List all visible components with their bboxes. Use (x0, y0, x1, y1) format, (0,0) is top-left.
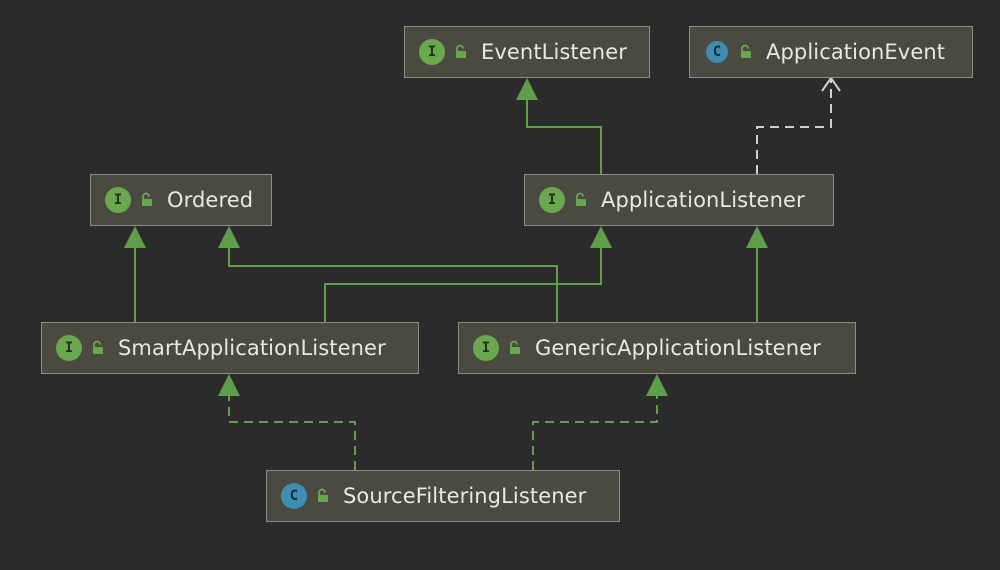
edge-depends (756, 79, 832, 174)
edge-extends (526, 100, 602, 174)
node-generic-application-listener[interactable]: I GenericApplicationListener (458, 322, 856, 374)
public-access-icon (93, 340, 103, 354)
triangle-arrowhead (218, 226, 240, 248)
triangle-arrowhead (746, 226, 768, 248)
interface-icon: I (105, 187, 131, 213)
node-label: ApplicationEvent (766, 40, 946, 64)
interface-icon: I (419, 39, 445, 65)
node-label: ApplicationListener (601, 188, 805, 212)
node-event-listener[interactable]: I EventListener (404, 26, 650, 78)
triangle-arrowhead (516, 78, 538, 100)
edge-implements (228, 396, 356, 470)
open-arrowhead (821, 76, 841, 92)
interface-icon: I (539, 187, 565, 213)
interface-icon: I (56, 335, 82, 361)
node-label: SourceFilteringListener (343, 484, 587, 508)
edge-implements (532, 396, 658, 470)
node-smart-application-listener[interactable]: I SmartApplicationListener (41, 322, 419, 374)
edge-extends (324, 248, 602, 322)
public-access-icon (741, 44, 751, 58)
node-label: Ordered (167, 188, 254, 212)
triangle-arrowhead (124, 226, 146, 248)
public-access-icon (142, 192, 152, 206)
abstract-class-icon: C (704, 39, 730, 65)
node-source-filtering-listener[interactable]: C SourceFilteringListener (266, 470, 620, 522)
triangle-arrowhead (646, 374, 668, 396)
edge-extends (228, 248, 558, 322)
interface-icon: I (473, 335, 499, 361)
node-ordered[interactable]: I Ordered (90, 174, 272, 226)
node-application-event[interactable]: C ApplicationEvent (689, 26, 973, 78)
triangle-arrowhead (218, 374, 240, 396)
node-label: EventListener (481, 40, 627, 64)
node-application-listener[interactable]: I ApplicationListener (524, 174, 834, 226)
public-access-icon (576, 192, 586, 206)
node-label: GenericApplicationListener (535, 336, 821, 360)
triangle-arrowhead (590, 226, 612, 248)
node-label: SmartApplicationListener (118, 336, 386, 360)
public-access-icon (510, 340, 520, 354)
public-access-icon (318, 488, 328, 502)
class-icon: C (281, 483, 307, 509)
public-access-icon (456, 44, 466, 58)
